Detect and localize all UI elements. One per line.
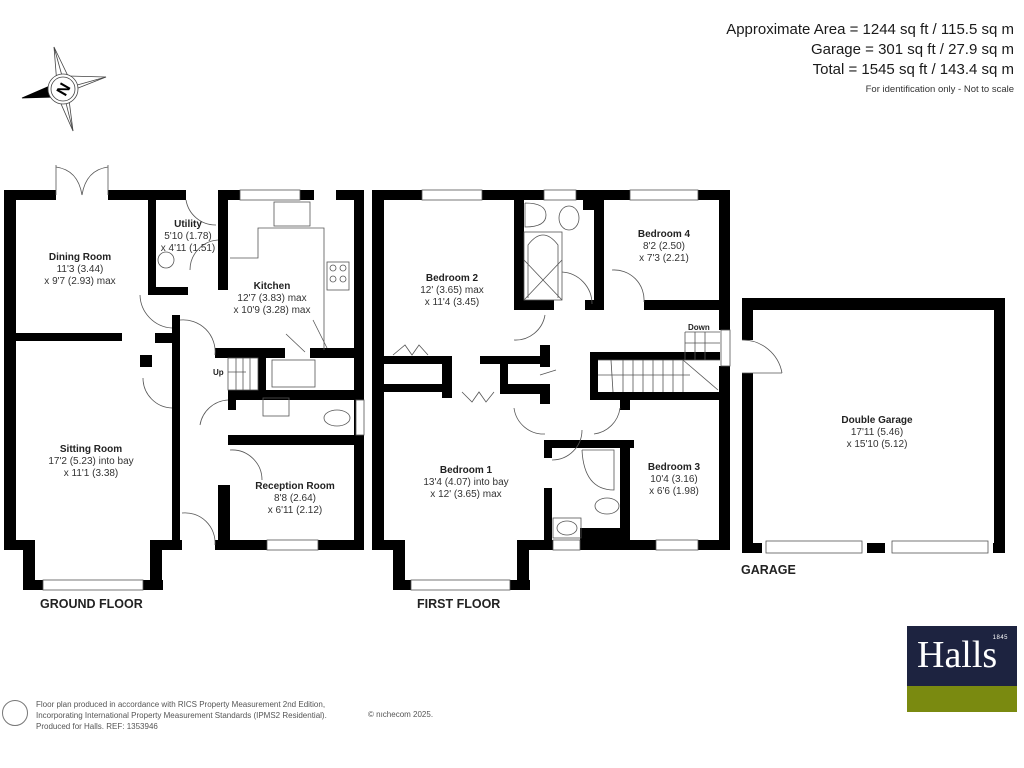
first-floor-walls xyxy=(372,190,730,590)
garage-area: Garage = 301 sq ft / 27.9 sq m xyxy=(810,41,1014,58)
logo-top-panel: Halls 1845 xyxy=(907,626,1017,686)
room-double-garage: Double Garage 17'11 (5.46) x 15'10 (5.12… xyxy=(841,415,913,450)
garage-fixtures xyxy=(741,339,989,554)
footer-line-1: Floor plan produced in accordance with R… xyxy=(36,700,326,709)
copyright: © nıchecom 2025. xyxy=(368,710,434,719)
stairs-up-label: Up xyxy=(213,368,224,377)
room-bedroom-3: Bedroom 3 10'4 (3.16) x 6'6 (1.98) xyxy=(647,462,701,497)
room-bedroom-2: Bedroom 2 12' (3.65) max x 11'4 (3.45) xyxy=(420,273,484,308)
first-floor-fixtures xyxy=(392,189,731,591)
approx-area: Approximate Area = 1244 sq ft / 115.5 sq… xyxy=(726,21,1014,38)
footer-line-2: Incorporating International Property Mea… xyxy=(36,711,327,720)
room-dining-room: Dining Room 11'3 (3.44) x 9'7 (2.93) max xyxy=(44,252,116,287)
halls-logo: Halls 1845 xyxy=(907,626,1017,712)
garage-title: GARAGE xyxy=(741,563,796,577)
room-bedroom-4: Bedroom 4 8'2 (2.50) x 7'3 (2.21) xyxy=(637,229,691,264)
room-reception-room: Reception Room 8'8 (2.64) x 6'11 (2.12) xyxy=(255,481,335,516)
compass-north-icon: N xyxy=(21,46,107,132)
first-floor-title: FIRST FLOOR xyxy=(417,597,501,611)
area-summary: Approximate Area = 1244 sq ft / 115.5 sq… xyxy=(726,20,1014,95)
logo-bottom-panel xyxy=(907,686,1017,712)
logo-brand: Halls xyxy=(917,634,998,676)
total-area: Total = 1545 sq ft / 143.4 sq m xyxy=(812,61,1014,78)
logo-year: 1845 xyxy=(992,635,1008,641)
ground-floor-title: GROUND FLOOR xyxy=(40,597,143,611)
room-sitting-room: Sitting Room 17'2 (5.23) into bay x 11'1… xyxy=(48,444,134,479)
scale-note: For identification only - Not to scale xyxy=(865,84,1014,95)
room-bedroom-1: Bedroom 1 13'4 (4.07) into bay x 12' (3.… xyxy=(423,465,509,500)
ground-floor-walls xyxy=(4,190,364,590)
ground-floor-fixtures xyxy=(42,165,365,591)
person-scale-icon xyxy=(2,700,28,726)
footer-text: Floor plan produced in accordance with R… xyxy=(36,699,327,732)
room-utility: Utility 5'10 (1.78) x 4'11 (1.51) xyxy=(160,219,216,254)
garage-walls xyxy=(742,298,1005,553)
stairs-down-label: Down xyxy=(688,323,710,332)
room-kitchen: Kitchen 12'7 (3.83) max x 10'9 (3.28) ma… xyxy=(233,281,311,316)
footer-line-3: Produced for Halls. REF: 1353946 xyxy=(36,722,158,731)
